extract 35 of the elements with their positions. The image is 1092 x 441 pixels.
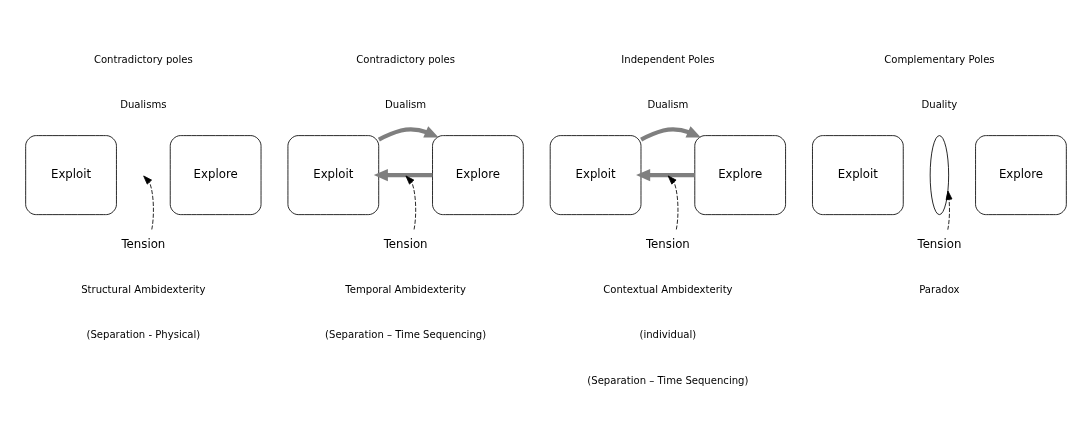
node-oval	[929, 135, 950, 216]
node-box: Exploit	[812, 135, 904, 216]
node-box: Explore	[169, 135, 262, 216]
label: Temporal Ambidexterity	[345, 283, 466, 295]
node-box: Exploit	[549, 135, 642, 216]
label: Dualism	[385, 98, 427, 110]
node-text: Tension	[645, 236, 690, 251]
node-box: Exploit	[287, 135, 380, 216]
node-text: Tension	[383, 236, 428, 251]
label: Dualisms	[120, 98, 167, 110]
label: Contradictory poles	[356, 53, 456, 65]
node-box: Explore	[975, 135, 1067, 216]
arrow	[377, 126, 439, 142]
arrow	[636, 168, 695, 182]
label: (Separation - Physical)	[86, 329, 201, 341]
label: Contradictory poles	[93, 53, 193, 65]
node-box: Explore	[432, 135, 524, 216]
label: Independent Poles	[621, 53, 715, 65]
node-box: Explore	[694, 135, 786, 216]
label: Paradox	[919, 283, 960, 295]
label: Complementary Poles	[884, 53, 995, 65]
arrow	[640, 126, 701, 142]
arrow	[373, 168, 433, 182]
label: (Separation – Time Sequencing)	[587, 374, 749, 386]
arrow	[143, 175, 154, 230]
label: Duality	[921, 98, 958, 110]
node-box: Exploit	[25, 135, 117, 216]
node-text: Tension	[121, 236, 166, 251]
label: (individual)	[639, 329, 697, 341]
label: (Separation – Time Sequencing)	[325, 329, 487, 341]
label: Dualism	[647, 98, 689, 110]
label: Structural Ambidexterity	[81, 283, 206, 295]
arrow	[945, 190, 953, 231]
node-text: Tension	[917, 236, 962, 251]
label: Contextual Ambidexterity	[603, 283, 733, 295]
